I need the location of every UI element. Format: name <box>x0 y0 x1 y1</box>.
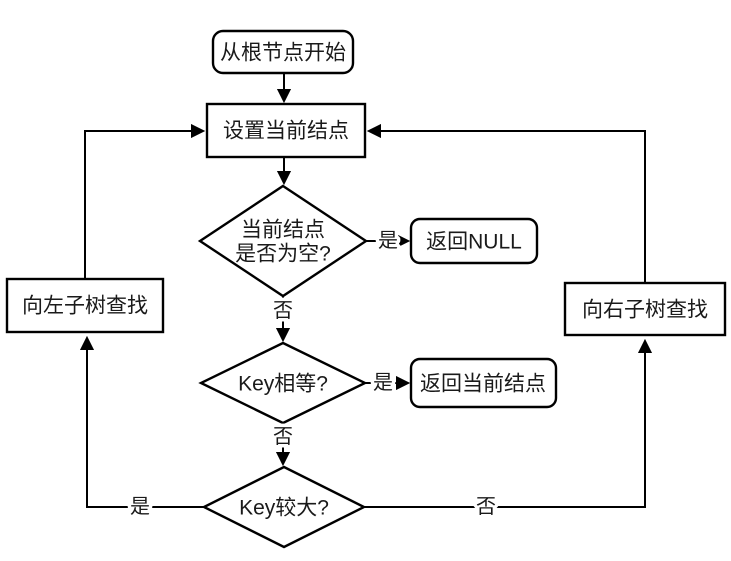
check-null-line2: 是否为空? <box>235 243 331 266</box>
check-equal-label: Key相等? <box>238 373 328 396</box>
check-greater-label: Key较大? <box>239 497 329 520</box>
search-right-node-shape <box>563 281 727 337</box>
return-current-node-shape <box>409 357 558 409</box>
check-null-decision: 当前结点 是否为空? <box>197 184 369 298</box>
label-check-equal-yes: 是 <box>373 372 393 394</box>
search-right-node: 向右子树查找 <box>563 281 727 337</box>
check-null-line1: 当前结点 <box>241 219 325 242</box>
return-null-node: 返回NULL <box>409 217 539 265</box>
start-node-label: 从根节点开始 <box>220 42 346 65</box>
edge-search-left-to-set-current <box>84 123 206 279</box>
return-null-node-label: 返回NULL <box>426 231 522 254</box>
return-current-node: 返回当前结点 <box>409 357 558 409</box>
search-left-node-label: 向左子树查找 <box>22 295 148 318</box>
return-current-node-label: 返回当前结点 <box>420 373 546 396</box>
check-greater-decision-shape <box>201 465 367 549</box>
set-current-node: 设置当前结点 <box>205 102 367 159</box>
label-check-null-no: 否 <box>273 300 293 322</box>
check-greater-decision: Key较大? <box>201 465 367 549</box>
search-left-node: 向左子树查找 <box>5 277 165 334</box>
check-equal-decision: Key相等? <box>198 341 368 425</box>
search-right-node-label: 向右子树查找 <box>582 299 708 322</box>
set-current-node-label: 设置当前结点 <box>223 120 349 143</box>
label-check-greater-yes: 是 <box>130 496 150 518</box>
start-node: 从根节点开始 <box>211 29 355 75</box>
label-check-equal-no: 否 <box>273 426 293 448</box>
check-null-decision-shape <box>197 184 369 298</box>
edge-check-greater-yes <box>79 335 204 508</box>
return-null-node-shape <box>409 217 539 265</box>
search-left-node-shape <box>5 277 165 334</box>
edge-search-right-to-set-current <box>366 123 646 283</box>
check-equal-decision-shape <box>198 341 368 425</box>
start-node-shape <box>211 29 355 75</box>
edge-check-greater-no <box>364 338 653 508</box>
set-current-node-shape <box>205 102 367 159</box>
label-check-greater-no: 否 <box>476 496 496 518</box>
label-check-null-yes: 是 <box>378 230 398 252</box>
